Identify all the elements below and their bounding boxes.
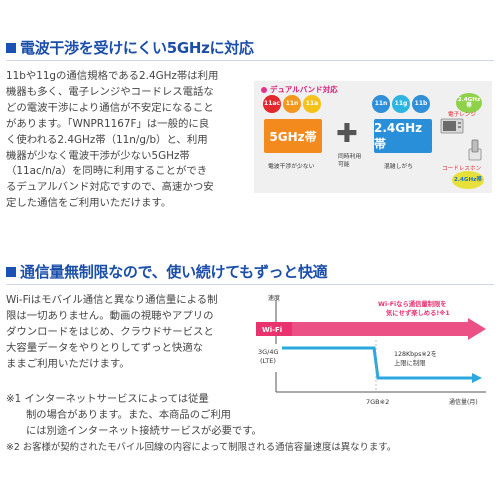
section2-title: 通信量無制限なので、使い続けてもずっと快適 xyxy=(20,263,328,281)
section2-paragraph: Wi-Fiはモバイル通信と異なり通信量による制 限は一切ありません。動画の視聴や… xyxy=(6,294,218,370)
x-axis-label: 通信量(月) xyxy=(449,398,478,406)
band5-caption: 電波干渉が少ない xyxy=(268,164,315,170)
wifi-note-line2: 気にせず楽しめる!※1 xyxy=(386,308,450,317)
circle-11g: 11g xyxy=(392,95,410,113)
cordless-phone-badge: 2.4GHz帯 xyxy=(452,171,484,189)
section1-heading: 電波干渉を受けにくい5GHzに対応 xyxy=(6,37,254,58)
footnote-1-line2: 制の場合があります。また、本商品のご利用 xyxy=(26,409,231,421)
footnote-1-line1: ※1 インターネットサービスによっては従量 xyxy=(6,393,209,405)
cordless-phone-icon xyxy=(468,139,482,161)
lte-series-label-2: (LTE) xyxy=(260,357,276,365)
circle-11b: 11b xyxy=(412,95,430,113)
band24-caption: 混雑しがち xyxy=(384,164,413,170)
section1-paragraph: 11bや11gの通信規格である2.4GHz帯は利用 機器も多く、電子レンジやコー… xyxy=(6,70,219,210)
wifi-label-box xyxy=(256,322,292,336)
lte-label-box xyxy=(256,344,282,372)
wifi-series-label: Wi-Fi xyxy=(262,326,282,334)
microwave-label: 電子レンジ xyxy=(448,112,476,118)
lte-line xyxy=(276,346,472,380)
section2-divider xyxy=(6,284,494,285)
circle-11n-5ghz: 11n xyxy=(283,95,301,113)
lte-note-line2: 上限に制限 xyxy=(394,358,426,367)
circle-11a: 11a xyxy=(303,95,321,113)
dual-band-diagram: デュアルバンド対応 11ac 11n 11a 5GHz帯 電波干渉が少ない ✚ … xyxy=(254,81,492,193)
plus-icon: ✚ xyxy=(336,119,358,149)
section2-heading: 通信量無制限なので、使い続けてもずっと快適 xyxy=(6,261,328,282)
footnote-2: ※2 お客様が契約されたモバイル回線の内容によって制限される通信容量速度は異なり… xyxy=(6,442,397,453)
bullet-dot-icon xyxy=(261,86,267,93)
lte-note-line1: 128Kbps※2を xyxy=(394,350,437,358)
footnote-1-line3: には別途インターネット接続サービスが必要です。 xyxy=(26,425,262,437)
circle-11ac: 11ac xyxy=(263,95,281,113)
circle-11n-24ghz: 11n xyxy=(372,95,390,113)
lte-arrow xyxy=(472,373,482,383)
microwave-badge: 2.4GHz帯 xyxy=(456,93,482,113)
section1-title: 電波干渉を受けにくい5GHzに対応 xyxy=(20,39,254,57)
section1-divider xyxy=(6,60,494,61)
wifi-band xyxy=(276,318,486,340)
wifi-note-line1: Wi-Fiなら通信量制限を xyxy=(378,299,447,308)
cordless-phone-label: コードレスホン xyxy=(442,166,482,172)
band-5ghz-box: 5GHz帯 xyxy=(264,119,322,153)
threshold-label: 7GB※2 xyxy=(366,398,389,406)
lte-series-label-1: 3G/4G xyxy=(258,348,279,356)
heading-square-icon xyxy=(6,266,16,277)
simultaneous-caption: 同時利用 可能 xyxy=(338,154,362,168)
heading-square-icon xyxy=(6,42,16,53)
band-24ghz-box: 2.4GHz帯 xyxy=(374,119,432,153)
microwave-icon xyxy=(440,118,464,134)
dual-band-title: デュアルバンド対応 xyxy=(261,84,338,95)
speed-chart: 速度 通信量(月) Wi-Fi Wi-Fiなら通信量制限を 気にせず楽しめる!※… xyxy=(254,292,492,410)
y-axis-label: 速度 xyxy=(268,294,280,302)
